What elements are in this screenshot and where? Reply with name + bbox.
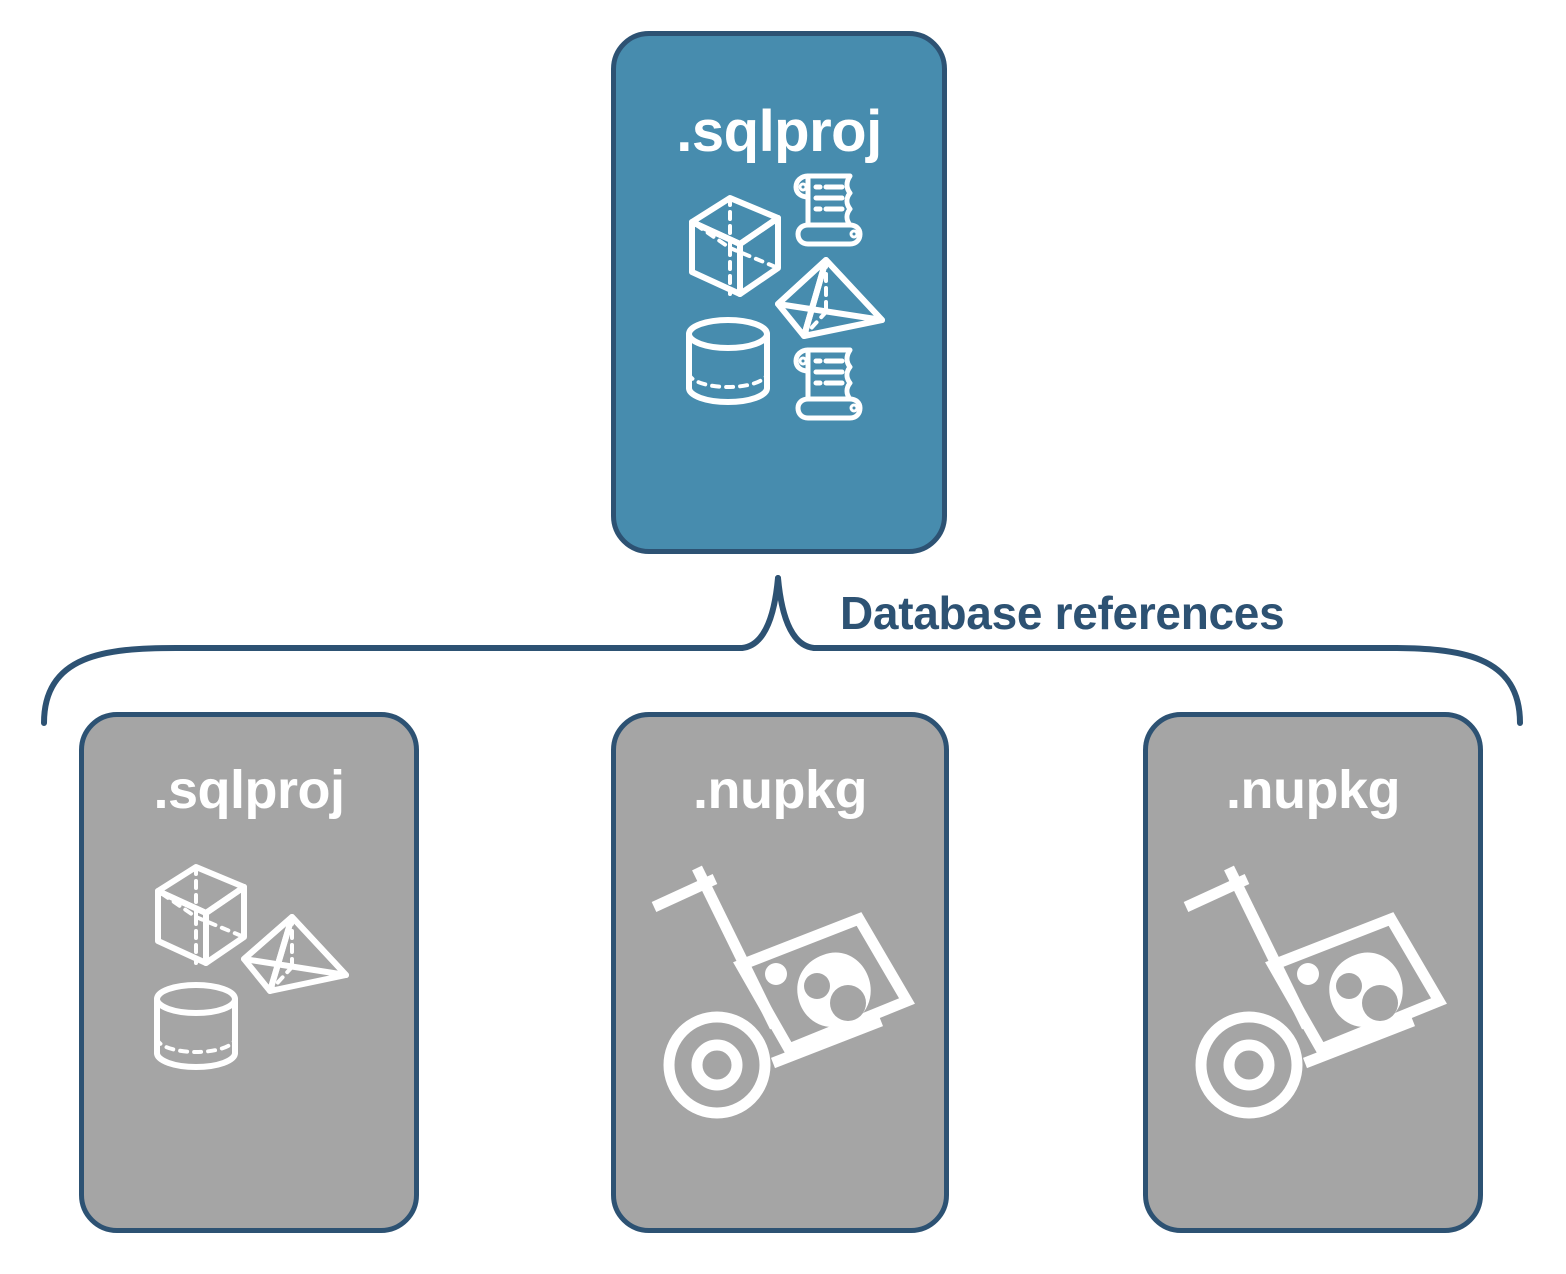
brace-center-peak-left [739, 575, 781, 651]
root-sqlproj-box[interactable]: .sqlproj [611, 31, 947, 554]
reference-sqlproj-label: .sqlproj [153, 760, 345, 820]
reference-nupkg-label-1: .nupkg [693, 760, 867, 820]
reference-nupkg-box-2[interactable]: .nupkg [1143, 712, 1483, 1233]
reference-nupkg-label-2: .nupkg [1226, 760, 1400, 820]
connector-caption: Database references [840, 587, 1285, 639]
root-sqlproj-label: .sqlproj [676, 99, 882, 164]
reference-nupkg-box-1[interactable]: .nupkg [611, 712, 949, 1233]
reference-sqlproj-box[interactable]: .sqlproj [79, 712, 419, 1233]
brace-center-peak-right [775, 575, 817, 651]
